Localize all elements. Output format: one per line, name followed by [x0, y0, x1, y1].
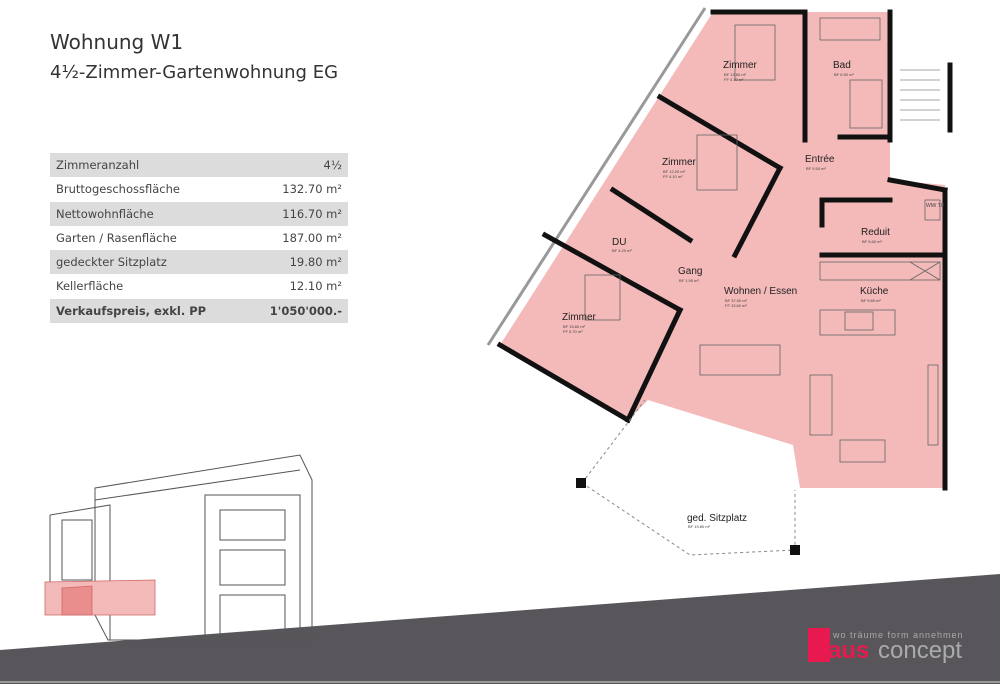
fact-value: 116.70 m²	[282, 206, 342, 221]
fact-value: 1'050'000.-	[269, 303, 342, 318]
brand-tagline: wo träume form annehmen	[833, 630, 964, 640]
page-subtitle: 4½-Zimmer-Gartenwohnung EG	[50, 62, 339, 83]
room-area: BF 5.60 m²	[862, 239, 882, 244]
furniture	[584, 17, 941, 463]
room-area: BF 12.60 m²	[724, 72, 747, 77]
fact-value: 187.00 m²	[282, 230, 342, 245]
room-area: FF 13.60 m²	[725, 303, 747, 308]
room-area: BF 4.20 m²	[612, 248, 632, 253]
room-label-sitzplatz: ged. Sitzplatz	[687, 513, 747, 524]
staircase	[900, 69, 940, 121]
room-area: FF 4.10 m²	[663, 174, 683, 179]
room-label-zimmer: Zimmer	[723, 60, 758, 71]
footer-band-shape	[0, 574, 1000, 684]
window-facade	[486, 7, 707, 346]
page-title: Wohnung W1	[50, 30, 184, 54]
brand-logo-mark	[808, 628, 830, 662]
fact-label: Bruttogeschossfläche	[56, 182, 180, 197]
room-label-du: DU	[612, 237, 626, 248]
apartment-area	[500, 12, 945, 488]
room-label-gang: Gang	[678, 266, 702, 277]
room-label-wohnen: Wohnen / Essen	[724, 286, 797, 297]
fact-label: Verkaufspreis, exkl. PP	[56, 303, 207, 318]
facts-table: Zimmeranzahl 4½ Bruttogeschossfläche 132.7…	[50, 153, 348, 324]
room-area: BF 1.90 m²	[679, 278, 699, 283]
fact-row: Nettowohnfläche 116.70 m²	[50, 201, 348, 226]
brand-logo-concept: concept	[878, 637, 963, 664]
fact-row-price: Verkaufspreis, exkl. PP 1'050'000.-	[50, 298, 348, 324]
fact-row: gedeckter Sitzplatz 19.80 m²	[50, 250, 348, 275]
room-label-bad: Bad	[833, 60, 851, 71]
fact-value: 132.70 m²	[282, 182, 342, 197]
pillar	[576, 478, 586, 488]
fact-value: 12.10 m²	[289, 279, 342, 294]
room-area: FF 5.70 m²	[563, 329, 583, 334]
room-label-wmtu: WM/ TU	[926, 203, 945, 209]
room-area: BF 9.60 m²	[861, 298, 881, 303]
room-label-zimmer: Zimmer	[562, 312, 597, 323]
fact-row: Garten / Rasenfläche 187.00 m²	[50, 226, 348, 250]
room-area: BF 19.80 m²	[688, 524, 711, 529]
fact-value: 19.80 m²	[289, 255, 342, 270]
room-label-reduit: Reduit	[861, 227, 890, 238]
room-label-entree: Entrée	[805, 154, 835, 165]
sitzplatz-outline	[581, 482, 796, 556]
fact-label: Zimmeranzahl	[56, 158, 140, 172]
fact-label: Garten / Rasenfläche	[56, 230, 177, 245]
room-area: BF 37.00 m²	[725, 298, 748, 303]
fact-row: Zimmeranzahl 4½	[50, 153, 348, 178]
walls	[496, 9, 953, 491]
fact-row: Bruttogeschossfläche 132.70 m²	[50, 177, 348, 201]
room-label-kueche: Küche	[860, 286, 889, 297]
fact-row: Kellerfläche 12.10 m²	[50, 274, 348, 298]
room-area: BF 12.20 m²	[663, 169, 686, 174]
pillar	[790, 545, 800, 555]
fact-label: Nettowohnfläche	[56, 206, 154, 221]
room-area: BF 6.90 m²	[834, 72, 854, 77]
fact-label: Kellerfläche	[56, 279, 124, 294]
room-area: BF 9.50 m²	[806, 166, 826, 171]
fact-value: 4½	[323, 158, 342, 172]
room-area: FF 4.10 m²	[724, 77, 744, 82]
brand-logo-aus: aus	[828, 637, 870, 664]
room-label-zimmer: Zimmer	[662, 157, 697, 168]
room-area: BF 15.60 m²	[563, 324, 586, 329]
fact-label: gedeckter Sitzplatz	[56, 255, 167, 270]
